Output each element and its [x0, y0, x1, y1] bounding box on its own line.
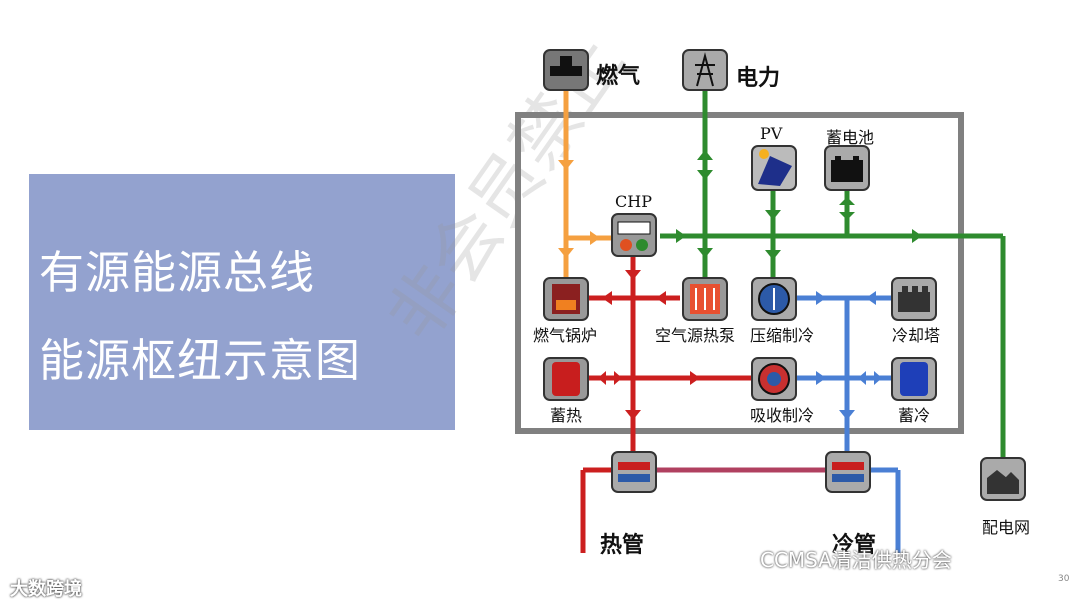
compression-chiller-icon: [751, 277, 797, 321]
power-tower-icon: [682, 49, 728, 91]
cooling-tower-icon: [891, 277, 937, 321]
label-pv: PV: [760, 124, 783, 143]
gas-icon: [543, 49, 589, 91]
heat-exchanger-right-icon: [825, 451, 871, 493]
label-absorption-chiller: 吸收制冷: [750, 406, 815, 425]
chp-icon: [611, 213, 657, 257]
hub-frame: [515, 112, 964, 434]
power-arrows: [676, 150, 922, 260]
title-line-1: 有源能源总线: [39, 246, 316, 299]
label-heat-pipe: 热管: [600, 533, 645, 558]
label-power: 电力: [736, 66, 781, 91]
label-chp: CHP: [615, 192, 652, 211]
heat-arrows: [598, 270, 700, 420]
heat-line: [580, 255, 752, 553]
gas-boiler-icon: [543, 277, 589, 321]
page-number: 30: [1058, 574, 1070, 584]
heat-storage-icon: [543, 357, 589, 401]
footer-brand: CCMSA清洁供热分会: [760, 548, 952, 572]
air-heat-pump-icon: [682, 277, 728, 321]
label-air-heat-pump: 空气源热泵: [655, 326, 736, 345]
cold-arrows: [816, 291, 882, 420]
gas-line: [563, 90, 612, 290]
battery-icon: [824, 145, 870, 191]
label-cold-storage: 蓄冷: [898, 406, 931, 425]
label-gas: 燃气: [596, 64, 641, 89]
label-compression-chiller: 压缩制冷: [750, 326, 815, 345]
absorption-chiller-icon: [751, 357, 797, 401]
label-gas-boiler: 燃气锅炉: [533, 326, 598, 345]
pv-panel-icon: [751, 145, 797, 191]
gas-arrows: [558, 160, 600, 258]
footer-logo: 大数跨境: [10, 579, 82, 600]
grid-icon: [980, 457, 1026, 501]
cold-storage-icon: [891, 357, 937, 401]
heat-exchanger-left-icon: [611, 451, 657, 493]
cold-line: [796, 295, 901, 553]
label-cooling-tower: 冷却塔: [892, 326, 941, 345]
label-heat-storage: 蓄热: [550, 406, 583, 425]
label-grid: 配电网: [982, 518, 1031, 537]
label-cold-pipe: 冷管: [832, 533, 877, 558]
label-battery: 蓄电池: [826, 128, 875, 147]
title-line-2: 能源枢纽示意图: [39, 334, 362, 387]
title-panel: 有源能源总线 能源枢纽示意图: [29, 174, 455, 430]
